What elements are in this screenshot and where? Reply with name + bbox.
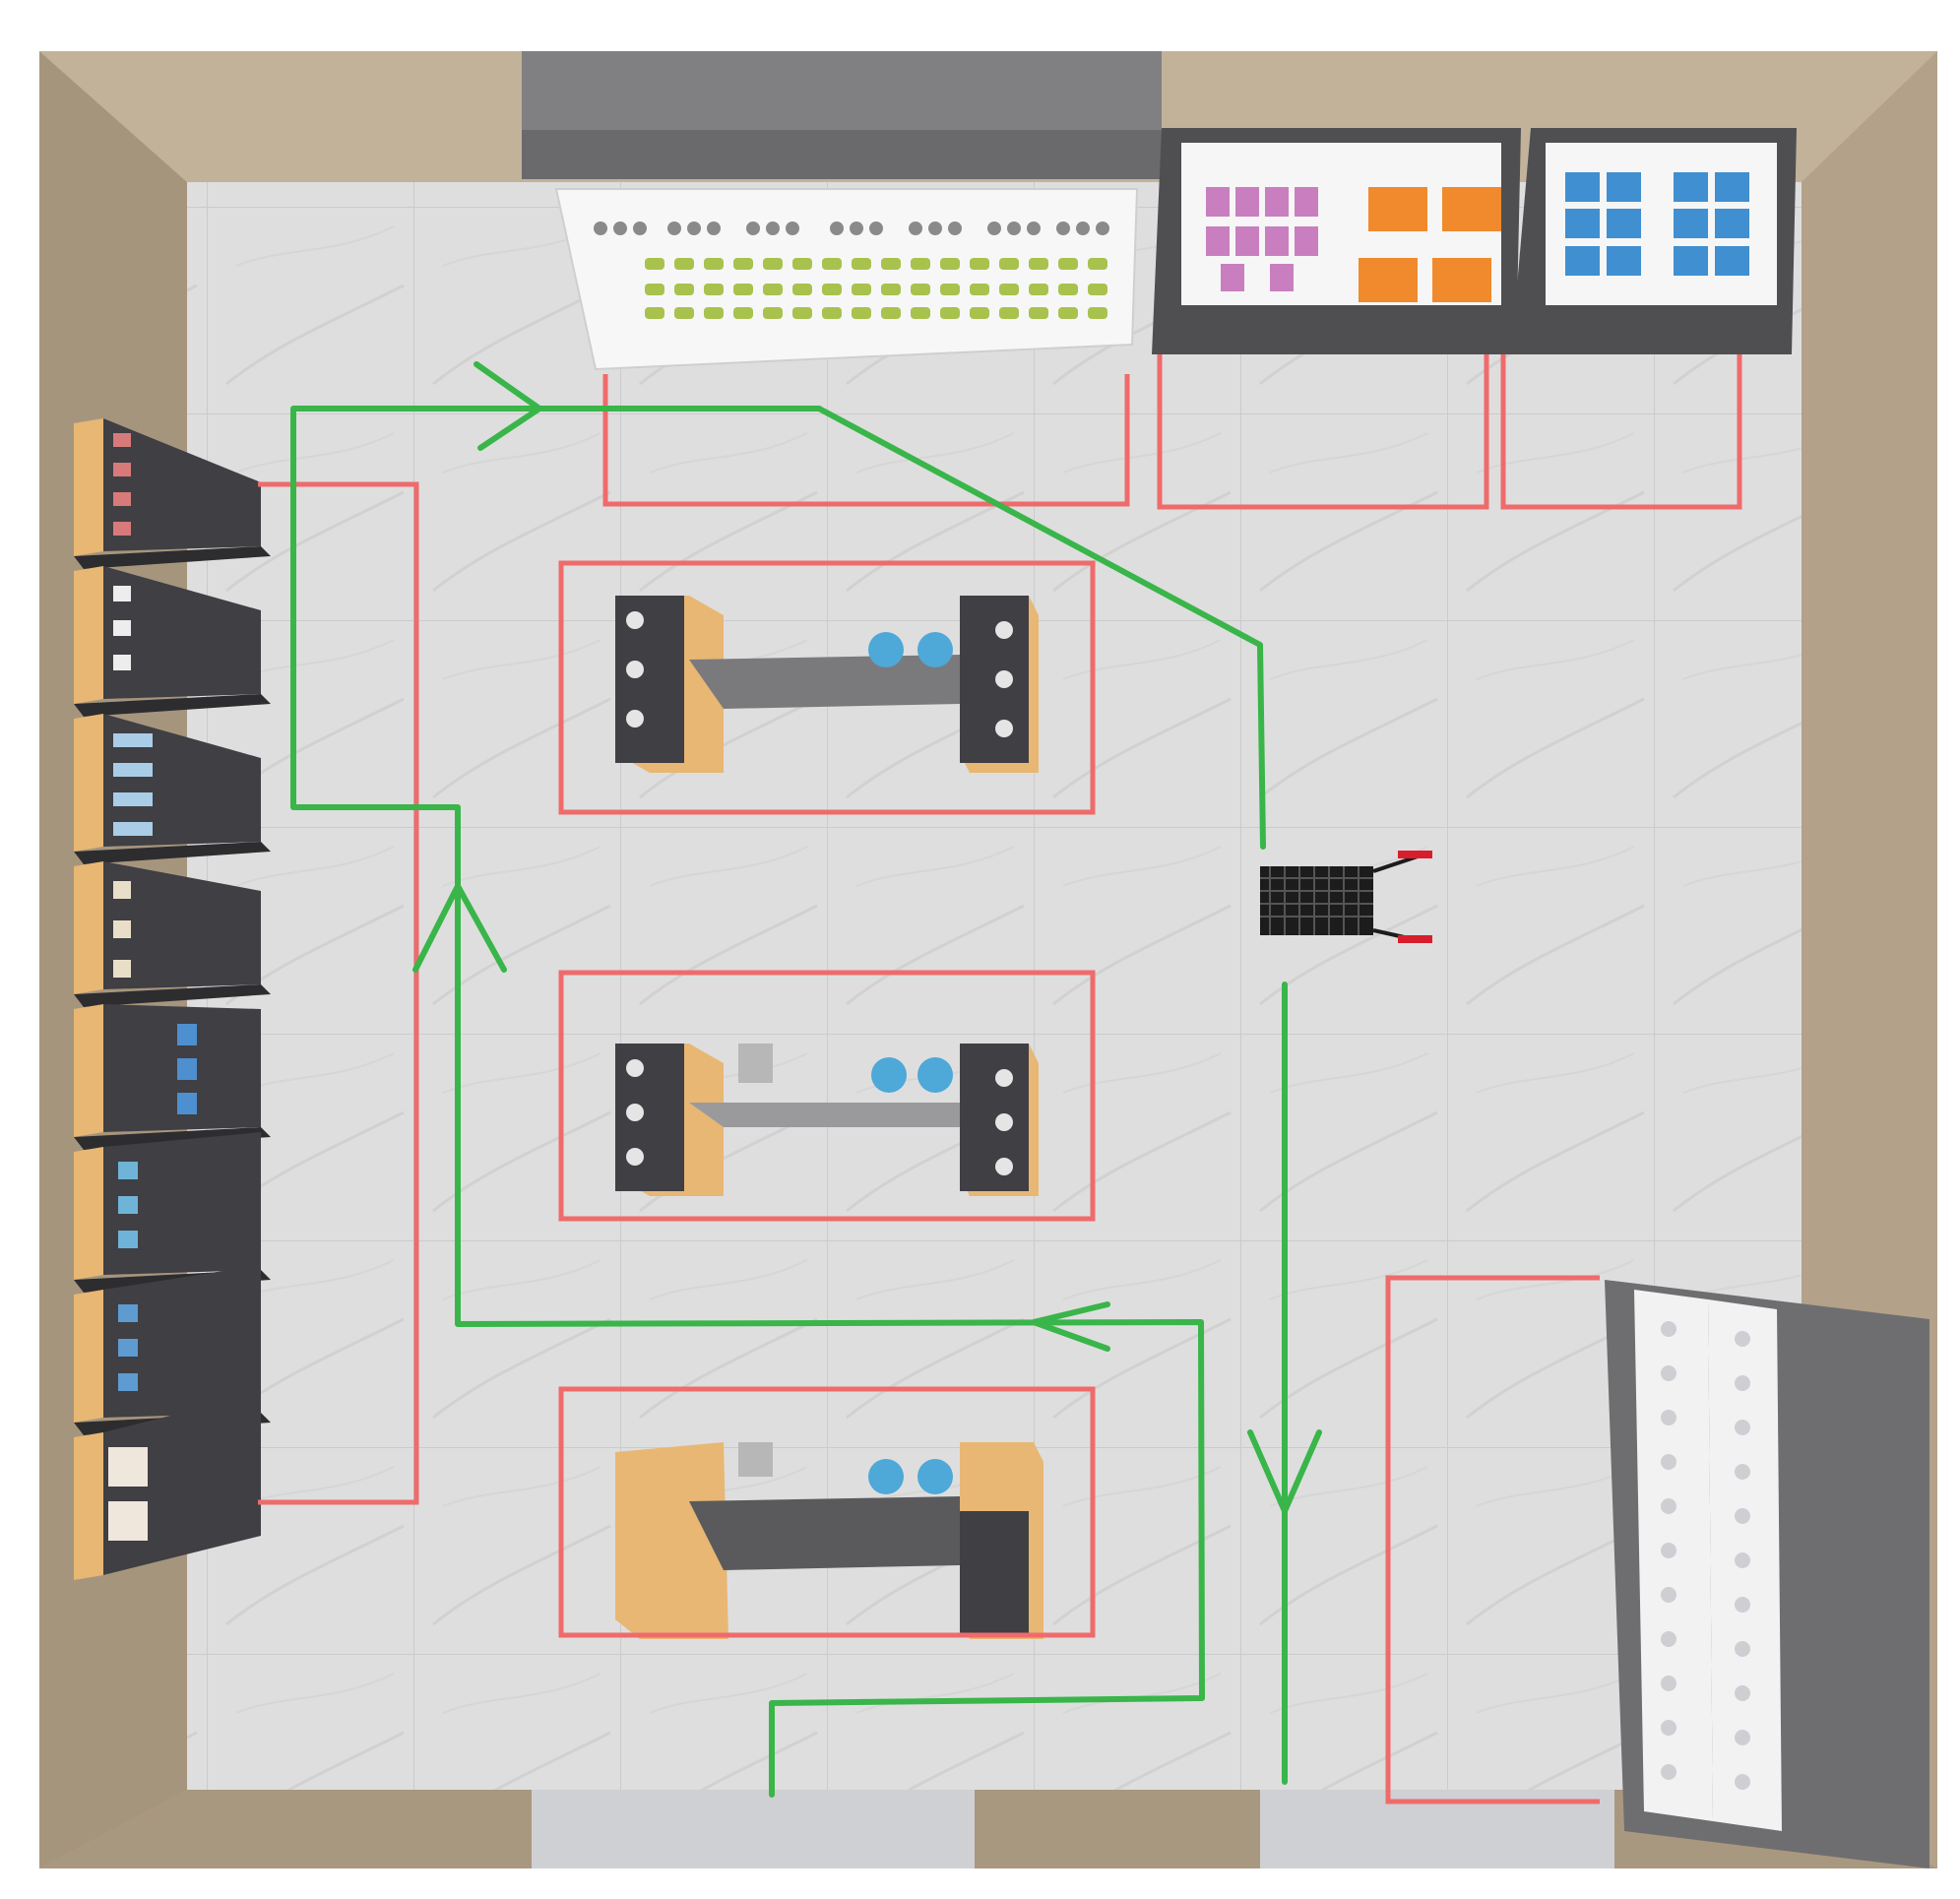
zone-refrigerator [1385, 1275, 1600, 1804]
arrow-down-icon [1247, 1429, 1322, 1514]
top-freezer-1 [1152, 128, 1521, 354]
shelf-unit-1 [74, 418, 271, 569]
zone-gondola-1 [558, 560, 1096, 815]
display-counter-top [522, 51, 1162, 130]
display-products-row-3 [645, 284, 1107, 295]
left-wall-shelving [74, 418, 271, 1580]
entrance-left [532, 1790, 975, 1868]
center-gondola-1 [615, 596, 1039, 773]
shelf-unit-2 [74, 566, 271, 717]
right-refrigerator [1605, 1280, 1929, 1868]
customer-path-left-loop [290, 406, 1205, 1798]
freezer-2-products-blue [1565, 172, 1749, 276]
center-gondola-3 [615, 1442, 1043, 1639]
customer-path-upper-cross [816, 406, 1266, 850]
display-counter-glass [554, 188, 1139, 371]
display-products-row-1 [594, 222, 1109, 235]
center-gondola-2 [615, 1044, 1039, 1196]
top-display-counter [522, 51, 1162, 371]
shelf-unit-4 [74, 861, 271, 1007]
zone-freezer-2 [1500, 354, 1742, 510]
refrigerator-bottles [1661, 1321, 1750, 1790]
customer-paths [290, 361, 1322, 1798]
shelf-unit-8 [74, 1393, 261, 1580]
display-products-row-2 [645, 258, 1107, 270]
zone-freezer-1 [1157, 354, 1489, 510]
zone-outlines [258, 354, 1742, 1804]
zone-gondola-2 [558, 970, 1096, 1222]
arrow-up-icon [412, 883, 507, 973]
shopping-cart-icon [1260, 851, 1432, 943]
shelf-unit-3 [74, 714, 271, 864]
entrances [532, 1790, 1614, 1868]
zone-gondola-3 [558, 1386, 1096, 1638]
top-freezer-2 [1511, 128, 1797, 354]
arrow-left-icon [1031, 1301, 1110, 1352]
zone-top-display [602, 374, 1130, 507]
zone-left-shelving [258, 481, 419, 1505]
display-products-row-4 [645, 307, 1107, 319]
freezer-1-products-orange [1359, 187, 1501, 302]
arrow-right-icon [474, 361, 542, 451]
shelf-unit-5 [74, 1004, 271, 1150]
freezer-1-products-pink [1206, 187, 1318, 291]
